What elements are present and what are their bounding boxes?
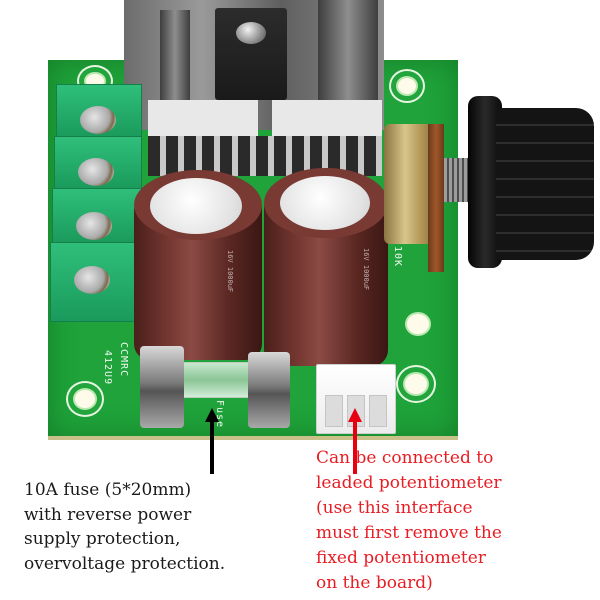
silkscreen-fuse-label: Fuse	[214, 400, 225, 429]
mounting-hole-top-right	[396, 76, 418, 96]
arrow-head-icon	[348, 408, 362, 422]
connector-annotation-line: leaded potentiometer	[316, 473, 502, 493]
connector-annotation-line: on the board)	[316, 573, 433, 593]
fuse-annotation-line: 10A fuse (5*20mm)	[24, 480, 192, 500]
fuse-annotation-line: overvoltage protection.	[24, 553, 226, 574]
connector-annotation-line: must first remove the	[316, 523, 502, 543]
potentiometer-plate	[428, 124, 444, 272]
connector-arrow	[348, 408, 362, 474]
fuse	[136, 338, 298, 430]
silkscreen-board-code-1: CCMRC	[118, 342, 129, 378]
fuse-annotation: 10A fuse (5*20mm) with reverse power sup…	[24, 478, 225, 576]
terminal-screw-2	[78, 158, 114, 186]
fuse-annotation-line: supply protection,	[24, 529, 181, 549]
fuse-annotation-line: with reverse power	[24, 504, 192, 525]
capacitor-right: 16V 1000uF	[264, 168, 394, 368]
fuse-clip-right	[248, 352, 290, 428]
knob	[496, 108, 594, 260]
connector-annotation: Can be connected to leaded potentiometer…	[316, 446, 502, 596]
mounting-hole-bottom-right	[403, 372, 429, 396]
heatsink-base-right	[272, 100, 382, 140]
terminal-screw-4	[74, 266, 110, 294]
mounting-hole-bottom-left	[73, 388, 97, 410]
connector-annotation-line: Can be connected to	[316, 448, 494, 468]
silkscreen-board-code-2: 412U9	[102, 350, 113, 386]
fuse-arrow	[205, 408, 219, 474]
arrow-head-icon	[205, 408, 219, 422]
terminal-screw-1	[80, 106, 116, 134]
screw-terminal-block	[50, 84, 142, 322]
heatsink-base-left	[148, 100, 258, 140]
connector-annotation-line: (use this interface	[316, 498, 473, 518]
capacitor-left: 16V 1000uF	[134, 170, 264, 360]
silkscreen-pot-label: 10K	[392, 246, 403, 268]
mosfet-screw	[236, 22, 266, 44]
heatsink-fin-right	[318, 0, 378, 110]
fuse-clip-left	[140, 346, 184, 428]
pcb-edge	[48, 436, 458, 440]
terminal-screw-3	[76, 212, 112, 240]
connector-annotation-line: fixed potentiometer	[316, 548, 486, 568]
mounting-hole-mid-right	[405, 312, 431, 336]
